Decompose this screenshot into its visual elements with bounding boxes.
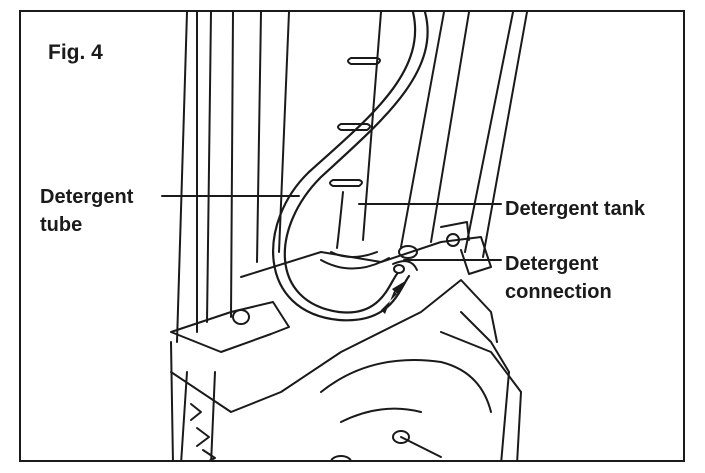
figure-frame: Fig. 4 Detergent tube Detergent tank Det… <box>19 10 685 462</box>
connection-base <box>170 221 492 353</box>
right-rails <box>400 12 528 258</box>
detergent-tube <box>272 12 429 322</box>
illustration <box>161 12 528 460</box>
detergent-tank <box>320 12 390 270</box>
label-detergent-tube-line-1: Detergent <box>40 186 134 208</box>
figure-title: Fig. 4 <box>48 41 103 64</box>
chevrons <box>190 403 216 460</box>
lower-structure <box>170 279 522 460</box>
arrow-icon <box>381 280 407 314</box>
label-detergent-tube-line-2: tube <box>40 214 83 236</box>
leader-lines <box>161 195 502 261</box>
label-detergent-connection: Detergent connection <box>502 250 612 306</box>
frame-rails <box>170 12 290 460</box>
label-detergent-connection-line-2: connection <box>505 281 612 303</box>
label-detergent-tank: Detergent tank <box>502 195 646 223</box>
label-detergent-connection-line-1: Detergent <box>505 253 599 275</box>
label-detergent-tube: Detergent tube <box>40 183 137 239</box>
